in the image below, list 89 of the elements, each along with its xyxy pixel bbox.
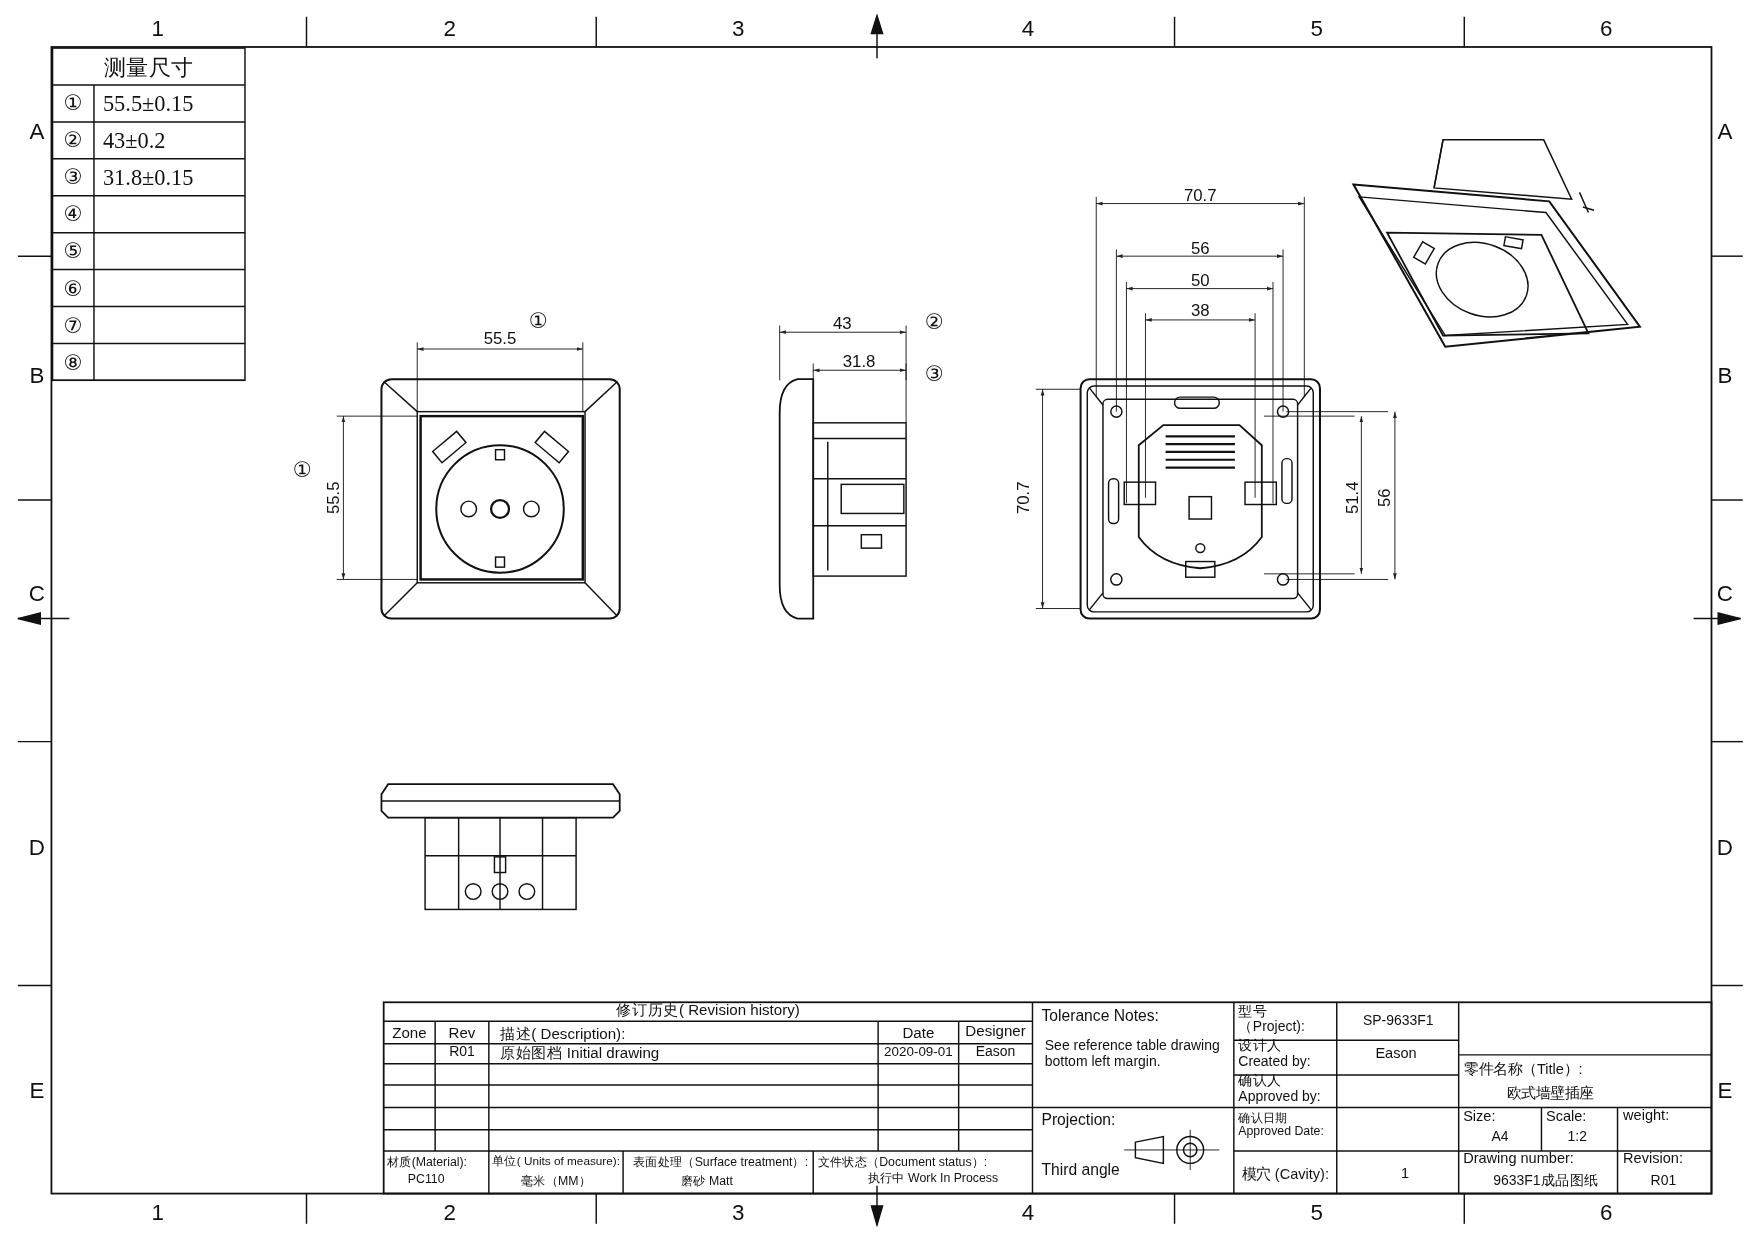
callout-number: ⑤ xyxy=(63,238,83,263)
field-value: R01 xyxy=(1650,1173,1677,1189)
dimension-value: 70.7 xyxy=(1183,186,1217,205)
tolerance-value: 43±0.2 xyxy=(102,127,166,153)
zone-number: 6 xyxy=(1600,1200,1613,1225)
zone-number: 4 xyxy=(1021,1200,1035,1225)
field-label: Drawing number: xyxy=(1463,1150,1574,1167)
field-label: 模穴 (Cavity): xyxy=(1241,1166,1329,1183)
field-value: SP-9633F1 xyxy=(1362,1013,1434,1029)
column-header: Rev xyxy=(448,1025,476,1042)
field-label: Scale: xyxy=(1545,1108,1587,1125)
dimension-value: 55.5 xyxy=(483,329,517,349)
field-value: 毫米（MM） xyxy=(521,1173,591,1187)
zone-letter: A xyxy=(29,118,45,144)
field-label: Tolerance Notes: xyxy=(1041,1007,1159,1025)
field-label: 型号（Project): xyxy=(1238,1004,1306,1036)
zone-number: 5 xyxy=(1310,15,1323,41)
field-value: Eason xyxy=(1375,1045,1417,1062)
dimension-value: 55.5 xyxy=(324,481,343,515)
tolerance-value: 31.8±0.15 xyxy=(102,164,194,190)
zone-number: 6 xyxy=(1600,15,1613,41)
zone-number: 5 xyxy=(1310,1200,1323,1225)
dimension-value: 51.4 xyxy=(1343,481,1362,515)
zone-letter: B xyxy=(29,362,45,388)
field-label: 确认人 Approved by: xyxy=(1238,1073,1322,1105)
dimension-value: 38 xyxy=(1190,301,1210,321)
zone-number: 2 xyxy=(443,15,456,41)
callout-number: ⑧ xyxy=(63,350,83,375)
field-value: 1 xyxy=(1400,1165,1410,1182)
note-text: See reference table drawing bottom left margin. xyxy=(1044,1039,1221,1070)
callout-number: ① xyxy=(528,309,548,333)
field-label: weight: xyxy=(1623,1107,1670,1124)
field-value: 9633F1成品图纸 xyxy=(1493,1173,1599,1189)
zone-number: 3 xyxy=(732,15,745,41)
zone-number: 3 xyxy=(732,1200,745,1225)
table-cell-text: Eason xyxy=(975,1044,1016,1061)
zone-number: 4 xyxy=(1021,15,1035,41)
dimension-value: 56 xyxy=(1375,488,1395,508)
zone-letter: A xyxy=(1717,118,1733,144)
callout-number: ② xyxy=(924,310,944,334)
callout-number: ③ xyxy=(924,361,944,386)
zone-letter: E xyxy=(29,1078,45,1103)
callout-number: ② xyxy=(63,128,83,152)
field-value: PC110 xyxy=(407,1172,445,1186)
tolerance-value: 55.5±0.15 xyxy=(102,90,194,116)
dimension-value: 43 xyxy=(833,314,852,333)
zone-letter: D xyxy=(28,834,45,860)
zone-number: 1 xyxy=(151,1200,164,1225)
table-title: 修订历史( Revision history) xyxy=(616,1002,800,1020)
dimension-value: 70.7 xyxy=(1014,481,1033,515)
zone-letter: E xyxy=(1717,1078,1733,1103)
zone-letter: C xyxy=(28,580,45,606)
column-header: Zone xyxy=(392,1025,427,1042)
zone-letter: C xyxy=(1716,580,1733,606)
field-label: 文件状态（Document status）: xyxy=(817,1154,988,1168)
callout-number: ① xyxy=(292,458,312,482)
callout-number: ④ xyxy=(63,201,83,226)
field-label: Size: xyxy=(1463,1108,1496,1125)
zone-letter: B xyxy=(1717,362,1733,388)
field-label: 确认日期 Approved Date: xyxy=(1238,1110,1325,1138)
column-header: Designer xyxy=(965,1024,1026,1041)
field-label: Projection: xyxy=(1041,1111,1116,1129)
table-cell-text: 原始图档 Initial drawing xyxy=(500,1045,660,1063)
column-header: 描述( Description): xyxy=(500,1026,626,1044)
field-label: 材质(Material): xyxy=(387,1154,468,1168)
zone-letter: D xyxy=(1716,834,1733,860)
field-label: 单位( Units of measure): xyxy=(492,1154,620,1168)
callout-number: ⑦ xyxy=(63,313,83,338)
table-cell-text: 2020-09-01 xyxy=(884,1045,953,1060)
field-value: 磨砂 Matt xyxy=(681,1173,733,1187)
callout-number: ⑥ xyxy=(63,276,83,301)
field-value: 1:2 xyxy=(1567,1129,1587,1146)
field-value: 欧式墙壁插座 xyxy=(1506,1086,1595,1102)
field-label: Third angle xyxy=(1041,1161,1120,1179)
callout-number: ③ xyxy=(63,165,83,189)
table-cell-text: R01 xyxy=(449,1044,475,1061)
table-header: 测量尺寸 xyxy=(104,54,194,80)
callout-number: ① xyxy=(63,91,83,115)
field-label: 零件名称（Title）: xyxy=(1464,1061,1583,1078)
dimension-value: 31.8 xyxy=(842,352,876,371)
zone-number: 1 xyxy=(151,15,164,41)
column-header: Date xyxy=(902,1025,935,1042)
field-label: Revision: xyxy=(1623,1150,1683,1167)
field-value: 执行中 Work In Process xyxy=(867,1171,999,1185)
zone-number: 2 xyxy=(443,1200,456,1225)
field-label: 表面处理（Surface treatment）: xyxy=(633,1154,809,1168)
field-value: A4 xyxy=(1491,1129,1509,1146)
dimension-value: 56 xyxy=(1190,239,1210,258)
dimension-value: 50 xyxy=(1190,271,1210,290)
